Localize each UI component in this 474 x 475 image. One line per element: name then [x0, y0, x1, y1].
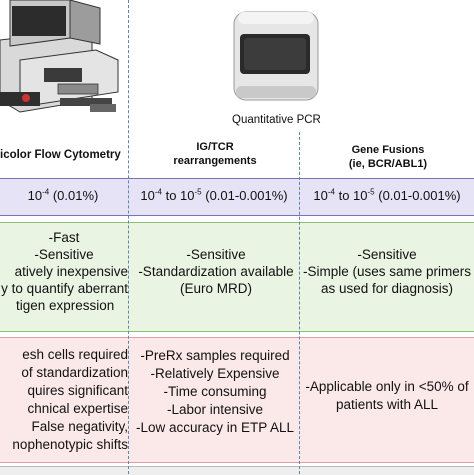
- flow-cytometer-image: [0, 0, 119, 113]
- disadvantage-item: -Low accuracy in ETP ALL: [135, 420, 295, 435]
- disadvantage-item: -Applicable only in <50% of: [305, 379, 469, 394]
- advantage-item: atively inexpensive: [14, 264, 128, 279]
- header-ig-tcr: IG/TCR rearrangements: [140, 140, 290, 168]
- disadvantage-item: quires significant: [27, 383, 128, 398]
- disadvantage-item: -Time consuming: [163, 384, 267, 399]
- advantages-flow: -Fast -Sensitive atively inexpensive y t…: [0, 229, 128, 314]
- advantage-item: as used for diagnosis): [320, 281, 454, 296]
- disadvantage-item: esh cells required: [22, 347, 128, 362]
- disadvantage-item: patients with ALL: [335, 397, 439, 412]
- advantage-item: -Simple (uses same primers: [302, 264, 472, 279]
- bottom-row: [0, 466, 474, 475]
- header-quantitative-pcr: Quantitative PCR: [232, 114, 321, 126]
- disadvantages-gene-fusions: -Applicable only in <50% of patients wit…: [301, 378, 473, 414]
- disadvantages-flow: esh cells required of standardization qu…: [0, 346, 128, 454]
- disadvantages-ig-tcr: -PreRx samples required -Relatively Expe…: [132, 347, 298, 437]
- qpcr-machine-image: [233, 11, 319, 101]
- disadvantage-item: -Relatively Expensive: [150, 366, 280, 381]
- header-ig-tcr-line2: rearrangements: [173, 155, 257, 167]
- disadvantage-item: of standardization: [21, 365, 128, 380]
- advantage-item: tigen expression: [16, 298, 115, 313]
- advantages-ig-tcr: -Sensitive -Standardization available (E…: [134, 246, 298, 297]
- advantage-item: -Fast: [48, 230, 80, 245]
- disadvantage-item: nophenotypic shifts: [12, 437, 128, 452]
- disadvantage-item: -Labor intensive: [166, 402, 264, 417]
- sensitivity-row: [0, 178, 474, 216]
- column-divider-2: [299, 132, 300, 474]
- sensitivity-ig-tcr: 10-4 to 10-5 (0.01-0.001%): [140, 187, 288, 203]
- header-gene-fusions: Gene Fusions (ie, BCR/ABL1): [308, 143, 468, 171]
- header-ig-tcr-line1: IG/TCR: [196, 141, 234, 153]
- sensitivity-flow: 10-4 (0.01%): [27, 187, 99, 203]
- advantage-item: y to quantify aberrant: [1, 281, 128, 296]
- advantage-item: -Sensitive: [186, 247, 246, 262]
- header-gene-fusions-line2: (ie, BCR/ABL1): [348, 158, 428, 170]
- disadvantages-row: [0, 337, 474, 463]
- advantages-row: [0, 222, 474, 332]
- advantage-item: (Euro MRD): [179, 281, 252, 296]
- advantages-gene-fusions: -Sensitive -Simple (uses same primers as…: [301, 246, 473, 297]
- disadvantage-item: -PreRx samples required: [140, 348, 290, 363]
- advantage-item: -Sensitive: [357, 247, 417, 262]
- advantage-item: -Sensitive: [34, 247, 94, 262]
- disadvantage-item: chnical expertise: [27, 401, 128, 416]
- column-divider-1: [128, 0, 129, 474]
- header-flow-cytometry: icolor Flow Cytometry: [0, 149, 121, 161]
- header-gene-fusions-line1: Gene Fusions: [351, 144, 425, 156]
- advantage-item: -Standardization available: [138, 264, 294, 279]
- disadvantage-item: False negativity,: [31, 419, 128, 434]
- sensitivity-gene-fusions: 10-4 to 10-5 (0.01-0.001%): [313, 187, 461, 203]
